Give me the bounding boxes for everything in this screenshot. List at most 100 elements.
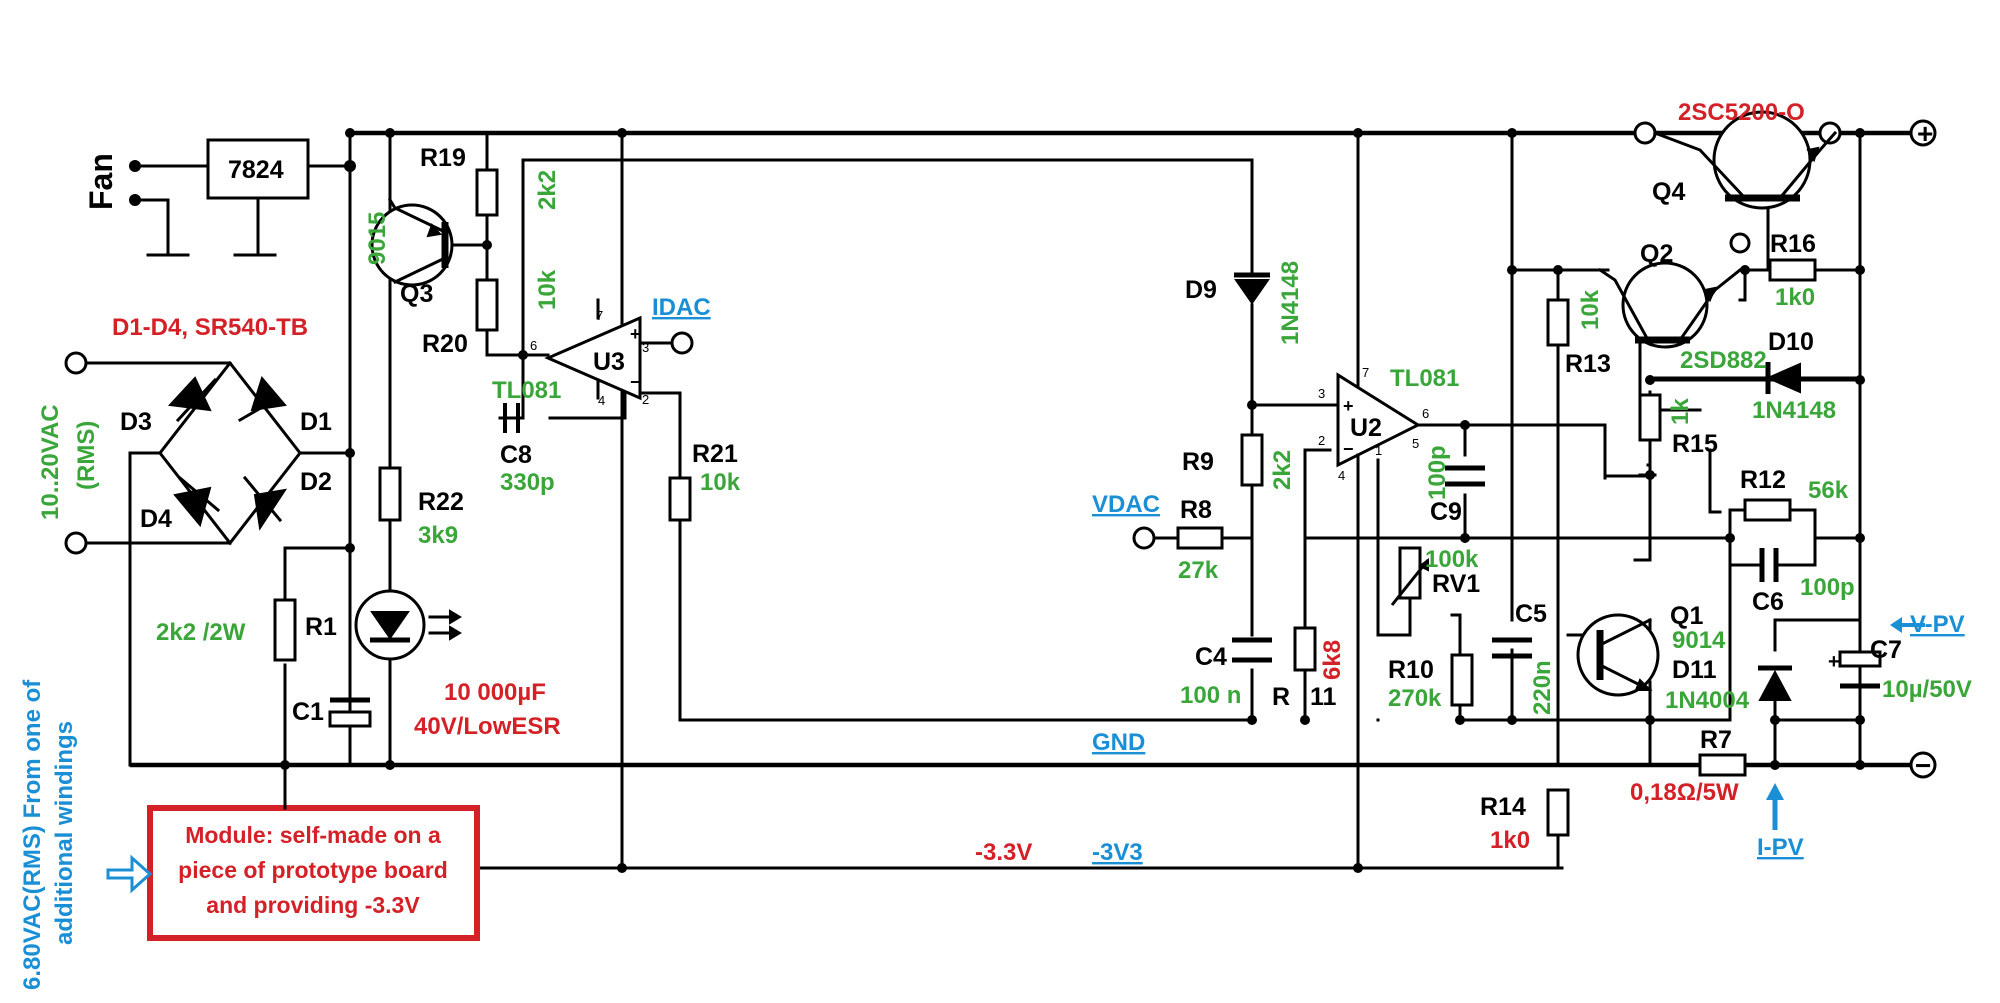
svg-text:10..20VAC: 10..20VAC bbox=[37, 404, 64, 520]
svg-text:-3V3: -3V3 bbox=[1092, 839, 1143, 866]
svg-text:Q2: Q2 bbox=[1640, 240, 1673, 268]
svg-text:−: − bbox=[1343, 439, 1354, 459]
svg-text:56k: 56k bbox=[1808, 477, 1849, 504]
svg-text:D2: D2 bbox=[300, 468, 332, 496]
svg-text:Q1: Q1 bbox=[1670, 602, 1703, 630]
svg-text:GND: GND bbox=[1092, 729, 1145, 756]
svg-text:IDAC: IDAC bbox=[652, 294, 711, 321]
svg-text:RV1: RV1 bbox=[1432, 570, 1480, 598]
svg-text:−: − bbox=[630, 372, 641, 392]
r13 bbox=[1546, 298, 1570, 347]
reg-label: 7824 bbox=[228, 156, 284, 184]
svg-text:1k: 1k bbox=[1667, 398, 1694, 425]
rv1 bbox=[1390, 546, 1430, 606]
svg-text:3: 3 bbox=[1318, 386, 1325, 401]
svg-text:+: + bbox=[630, 324, 641, 344]
r8 bbox=[1176, 526, 1224, 550]
svg-text:+: + bbox=[1828, 651, 1840, 673]
svg-text:(RMS): (RMS) bbox=[73, 421, 100, 490]
svg-text:TL081: TL081 bbox=[1390, 365, 1459, 392]
svg-text:D1: D1 bbox=[300, 408, 332, 436]
minus-terminal bbox=[1909, 751, 1937, 779]
svg-text:R20: R20 bbox=[422, 330, 468, 358]
svg-text:2SC5200-O: 2SC5200-O bbox=[1678, 99, 1805, 126]
svg-text:D9: D9 bbox=[1185, 276, 1217, 304]
svg-text:-3.3V: -3.3V bbox=[975, 839, 1032, 866]
svg-text:1N4004: 1N4004 bbox=[1665, 687, 1750, 714]
r14 bbox=[1546, 788, 1570, 837]
q1-transistor bbox=[1576, 613, 1660, 697]
svg-text:Module: self-made on a: Module: self-made on a bbox=[185, 822, 441, 848]
svg-text:TL081: TL081 bbox=[492, 377, 561, 404]
fan-label: Fan bbox=[83, 153, 119, 210]
led bbox=[354, 589, 462, 661]
svg-text:VDAC: VDAC bbox=[1092, 491, 1160, 518]
svg-text:1N4148: 1N4148 bbox=[1277, 261, 1304, 345]
svg-text:0,18Ω/5W: 0,18Ω/5W bbox=[1630, 779, 1739, 806]
plus-terminal bbox=[1909, 119, 1937, 147]
svg-text:D4: D4 bbox=[140, 505, 172, 533]
svg-text:R9: R9 bbox=[1182, 448, 1214, 476]
svg-text:R16: R16 bbox=[1770, 230, 1816, 258]
svg-text:100p: 100p bbox=[1800, 574, 1855, 601]
r21 bbox=[668, 476, 692, 522]
r22 bbox=[378, 466, 402, 522]
svg-text:R10: R10 bbox=[1388, 656, 1434, 684]
svg-text:6k8: 6k8 bbox=[1319, 640, 1346, 680]
c1 bbox=[328, 546, 372, 767]
svg-text:D10: D10 bbox=[1768, 328, 1814, 356]
svg-text:7: 7 bbox=[596, 308, 603, 323]
svg-text:and providing -3.3V: and providing -3.3V bbox=[206, 892, 420, 918]
u3-opamp: U3 + − bbox=[544, 298, 642, 401]
labels: Fan 7824 D1-D4, SR540-TB D1 D2 D3 D4 10.… bbox=[19, 99, 1972, 990]
svg-text:C9: C9 bbox=[1430, 498, 1462, 526]
r11 bbox=[1293, 626, 1317, 672]
svg-text:11: 11 bbox=[1310, 683, 1337, 711]
svg-text:40V/LowESR: 40V/LowESR bbox=[414, 713, 561, 740]
svg-text:C7: C7 bbox=[1870, 636, 1902, 664]
svg-text:C1: C1 bbox=[292, 698, 324, 726]
svg-text:6.80VAC(RMS) From one of: 6.80VAC(RMS) From one of bbox=[19, 679, 46, 990]
q3-transistor bbox=[370, 197, 454, 287]
c4 bbox=[1232, 637, 1272, 663]
svg-text:R19: R19 bbox=[420, 144, 466, 172]
r1 bbox=[273, 598, 297, 662]
svg-text:R1: R1 bbox=[305, 613, 337, 641]
svg-text:C6: C6 bbox=[1752, 588, 1784, 616]
svg-text:6: 6 bbox=[530, 338, 537, 353]
svg-text:2k2: 2k2 bbox=[1269, 450, 1296, 490]
svg-text:4: 4 bbox=[1338, 468, 1345, 483]
c8 bbox=[503, 403, 520, 433]
svg-text:3: 3 bbox=[642, 340, 649, 355]
svg-text:2: 2 bbox=[1318, 433, 1325, 448]
svg-text:Q3: Q3 bbox=[400, 280, 433, 308]
svg-text:10k: 10k bbox=[1577, 289, 1604, 330]
svg-text:R15: R15 bbox=[1672, 430, 1718, 458]
svg-text:additional windings: additional windings bbox=[51, 721, 78, 945]
arrows bbox=[106, 617, 1925, 894]
svg-text:U3: U3 bbox=[593, 348, 625, 376]
svg-text:C4: C4 bbox=[1195, 643, 1227, 671]
svg-text:2k2 /2W: 2k2 /2W bbox=[156, 619, 246, 646]
svg-text:10 000µF: 10 000µF bbox=[444, 679, 546, 706]
svg-text:3k9: 3k9 bbox=[418, 522, 458, 549]
svg-text:R8: R8 bbox=[1180, 496, 1212, 524]
svg-text:R13: R13 bbox=[1565, 350, 1611, 378]
svg-text:27k: 27k bbox=[1178, 557, 1219, 584]
svg-text:V-PV: V-PV bbox=[1910, 611, 1965, 638]
svg-text:D11: D11 bbox=[1672, 656, 1717, 684]
regulator-7824 bbox=[206, 138, 310, 200]
svg-text:220n: 220n bbox=[1529, 660, 1556, 715]
svg-text:9015: 9015 bbox=[364, 212, 391, 265]
r15 bbox=[1638, 393, 1662, 442]
bridge-diodes bbox=[167, 375, 288, 531]
svg-text:R14: R14 bbox=[1480, 793, 1526, 821]
svg-text:5: 5 bbox=[1412, 436, 1419, 451]
svg-text:330p: 330p bbox=[500, 469, 555, 496]
svg-text:7: 7 bbox=[1362, 365, 1369, 380]
r7 bbox=[1698, 753, 1747, 777]
svg-text:Q4: Q4 bbox=[1652, 178, 1685, 206]
svg-text:2: 2 bbox=[642, 392, 649, 407]
d9 bbox=[1234, 272, 1270, 305]
r10 bbox=[1450, 653, 1474, 707]
